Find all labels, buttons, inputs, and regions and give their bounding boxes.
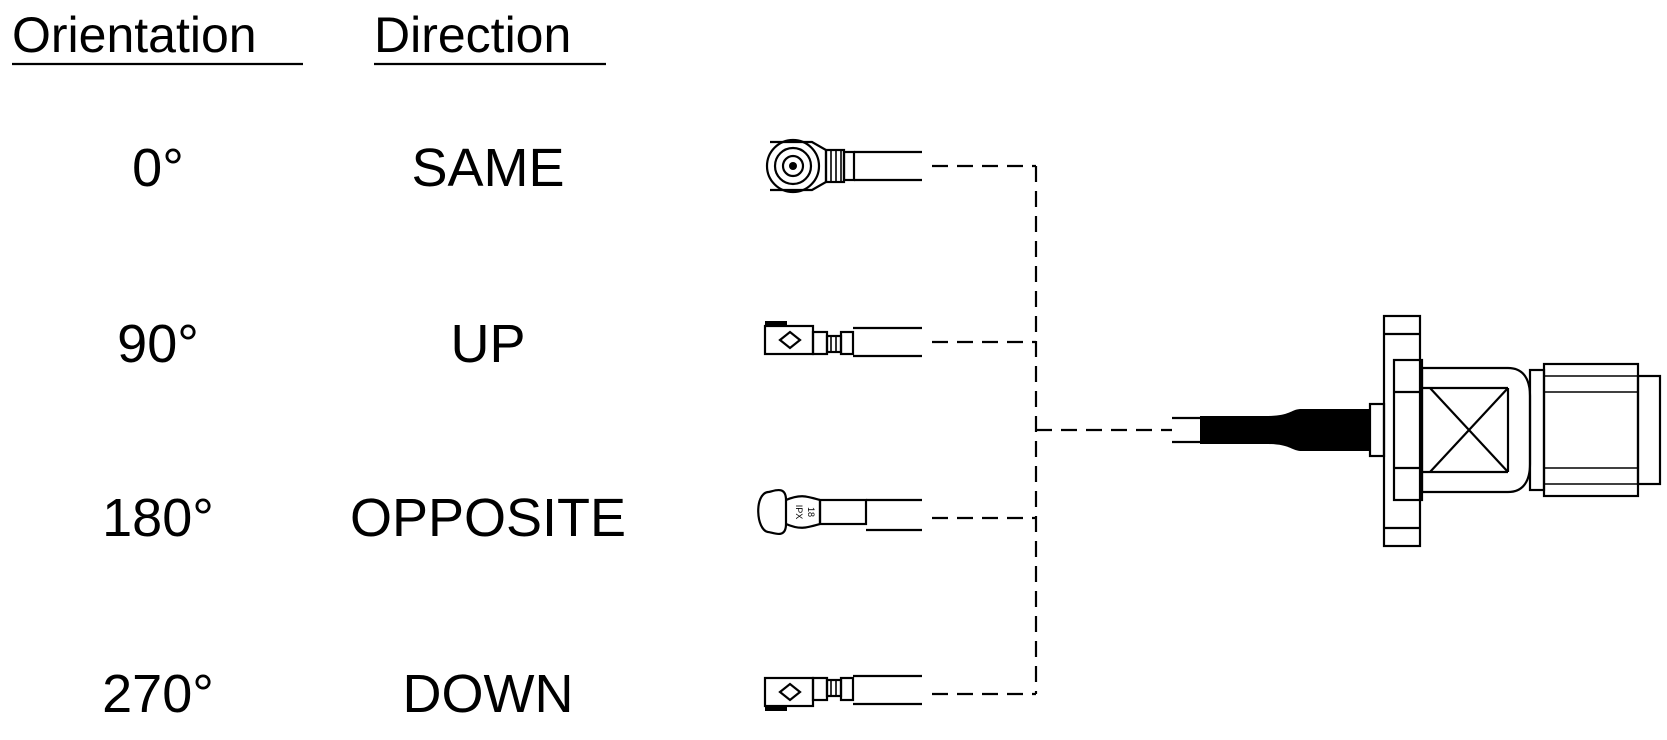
connector-270-deg-icon: [763, 674, 922, 711]
connector-90-deg-icon: [763, 321, 922, 358]
row-0-direction: SAME: [411, 138, 564, 198]
leader-lines: [932, 164, 1172, 696]
row-0-orientation: 0°: [132, 138, 184, 198]
connector-0-deg-icon: [765, 138, 922, 194]
connector-marking-18: 18: [806, 507, 816, 517]
direction-header: Direction: [374, 7, 571, 63]
orientation-header: Orientation: [12, 7, 257, 63]
bulkhead-connector-icon: [1172, 314, 1662, 548]
row-1-orientation: 90°: [117, 314, 199, 374]
row-3-orientation: 270°: [102, 664, 214, 724]
row-2-orientation: 180°: [102, 488, 214, 548]
connector-180-deg-icon: 18 IPX: [757, 488, 922, 536]
connector-marking-ipx: IPX: [794, 505, 804, 520]
row-3-direction: DOWN: [403, 664, 574, 724]
row-1-direction: UP: [450, 314, 525, 374]
row-2-direction: OPPOSITE: [350, 488, 626, 548]
